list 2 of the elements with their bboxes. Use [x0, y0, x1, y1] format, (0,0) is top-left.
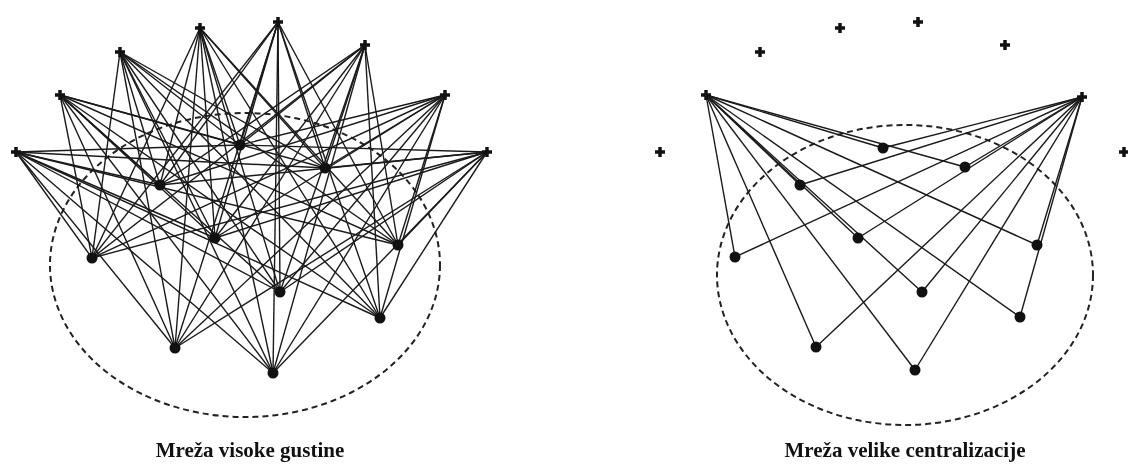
node-label: Mreža velike centralizacije	[783, 438, 1027, 463]
node-label: Mreža visoke gustine	[154, 438, 346, 463]
